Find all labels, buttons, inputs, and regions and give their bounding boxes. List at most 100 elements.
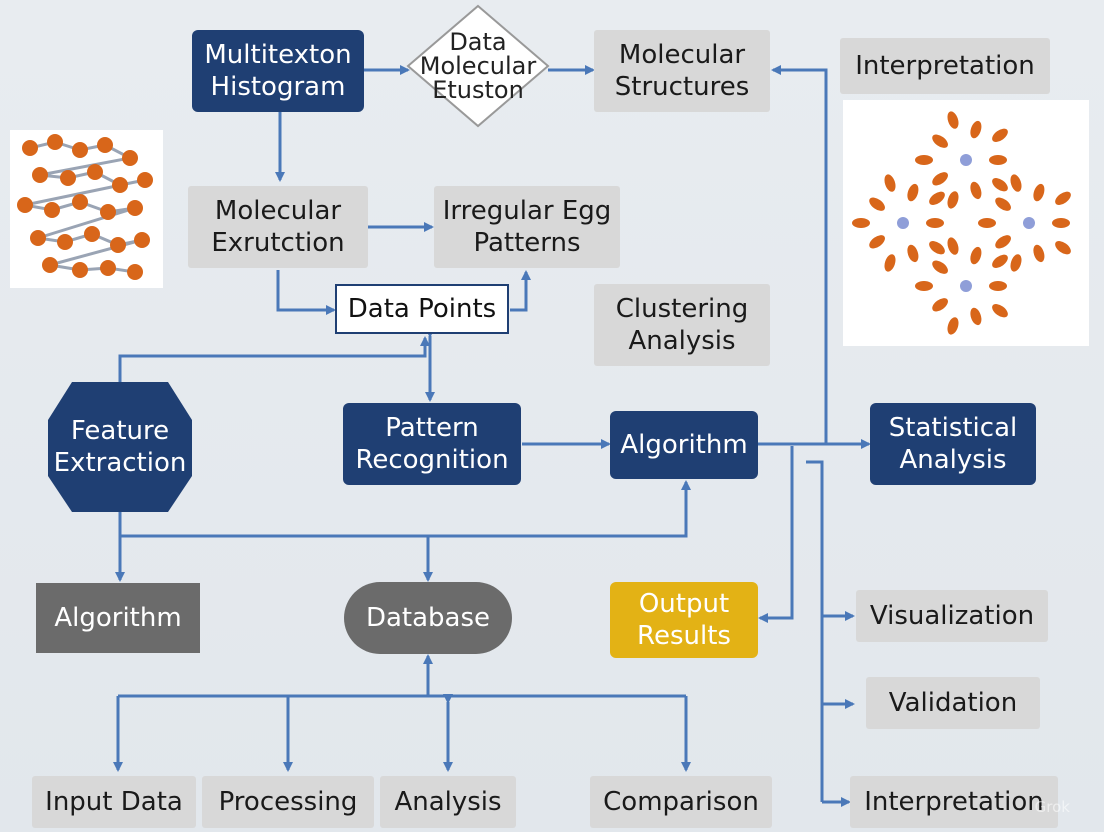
processing-node: Processing (202, 776, 374, 828)
multitexton-histogram-node: Multitexton Histogram (192, 30, 364, 112)
arrow-algorithm-to-structures (771, 65, 828, 444)
protein-helix (72, 262, 88, 278)
analysis-node: Analysis (380, 776, 516, 828)
algorithm-left-node: Algorithm (36, 583, 200, 653)
visualization-node: Visualization (856, 590, 1048, 642)
protein-helix (122, 150, 138, 166)
data-molecular-diamond-shape (406, 4, 550, 128)
grok-watermark: Grok (1034, 798, 1070, 816)
protein-helix (137, 172, 153, 188)
protein-ligand (1023, 217, 1035, 229)
database-node: Database (344, 582, 512, 654)
protein-helix (112, 177, 128, 193)
molecular-exrutction-node: Molecular Exrutction (188, 186, 368, 268)
protein-helix (84, 226, 100, 242)
protein-helix (932, 298, 948, 312)
protein-helix (970, 181, 982, 200)
arrow-datapoints-to-egg (510, 270, 531, 312)
protein-helix (57, 234, 73, 250)
molecular-structures-node: Molecular Structures (594, 30, 770, 112)
protein-helix (947, 111, 959, 129)
protein-helix (134, 232, 150, 248)
validation-node: Validation (866, 677, 1040, 729)
protein-helix (929, 241, 945, 255)
output-results-node: Output Results (610, 582, 758, 658)
protein-helix (47, 134, 63, 150)
protein-illustration-right (843, 100, 1089, 346)
protein-helix (30, 230, 46, 246)
protein-helix (915, 281, 933, 291)
protein-helix (915, 155, 933, 165)
protein-helix (852, 218, 870, 228)
protein-helix (907, 244, 919, 263)
protein-ligand (960, 154, 972, 166)
comparison-node: Comparison (590, 776, 772, 828)
protein-helix (929, 191, 945, 205)
protein-helix (884, 174, 896, 192)
line-feature-to-datapoints (118, 336, 430, 384)
protein-helix (995, 235, 1011, 249)
protein-helix (1055, 241, 1071, 255)
protein-helix (907, 183, 919, 202)
protein-helix (1010, 174, 1022, 192)
data-points-node: Data Points (335, 284, 509, 334)
arrow-exrutction-to-datapoints (276, 270, 336, 315)
protein-helix (44, 202, 60, 218)
protein-helix (1052, 218, 1070, 228)
line-feature-bus (120, 480, 691, 538)
protein-helix (970, 307, 982, 326)
protein-helix (869, 235, 885, 249)
irregular-egg-patterns-node: Irregular Egg Patterns (434, 186, 620, 268)
protein-helix (970, 246, 982, 265)
protein-helix (947, 191, 959, 209)
protein-helix (989, 281, 1007, 291)
protein-helix (995, 197, 1011, 211)
protein-helix (110, 237, 126, 253)
interpretation-top-node: Interpretation (840, 38, 1050, 94)
protein-helix (932, 260, 948, 274)
protein-helix (32, 167, 48, 183)
protein-helix (992, 304, 1008, 318)
protein-helix (1033, 244, 1045, 263)
protein-helix (127, 264, 143, 280)
protein-helix (87, 164, 103, 180)
protein-helix (60, 170, 76, 186)
input-data-node: Input Data (32, 776, 196, 828)
clustering-analysis-node: Clustering Analysis (594, 284, 770, 366)
protein-helix (22, 140, 38, 156)
protein-helix (947, 237, 959, 255)
protein-helix (978, 218, 996, 228)
data-molecular-etuston-node: Data Molecular Etuston (419, 28, 537, 104)
feature-extraction-shape (48, 382, 192, 512)
protein-helix (970, 120, 982, 139)
protein-helix (869, 197, 885, 211)
interpretation-bottom-node: Interpretation (850, 776, 1058, 828)
pattern-recognition-node: Pattern Recognition (343, 403, 521, 485)
algorithm-main-node: Algorithm (610, 411, 758, 479)
protein-helix (42, 257, 58, 273)
protein-ligand (960, 280, 972, 292)
protein-helix (992, 128, 1008, 142)
protein-helix (72, 142, 88, 158)
feature-extraction-node: Feature Extraction (53, 415, 187, 479)
protein-helix (127, 200, 143, 216)
protein-helix (97, 137, 113, 153)
protein-helix (100, 260, 116, 276)
arrow-algorithm-to-output (758, 446, 794, 623)
protein-helix (1033, 183, 1045, 202)
protein-helix (947, 317, 959, 335)
protein-helix (989, 155, 1007, 165)
protein-illustration-left (10, 130, 163, 288)
protein-helix (1055, 191, 1071, 205)
protein-ligand (897, 217, 909, 229)
protein-helix (884, 254, 896, 272)
protein-helix (926, 218, 944, 228)
protein-helix (932, 134, 948, 148)
protein-helix (992, 178, 1008, 192)
line-right-branch (806, 460, 824, 802)
protein-helix (100, 204, 116, 220)
protein-helix (72, 194, 88, 210)
protein-helix (17, 197, 33, 213)
protein-helix (932, 172, 948, 186)
